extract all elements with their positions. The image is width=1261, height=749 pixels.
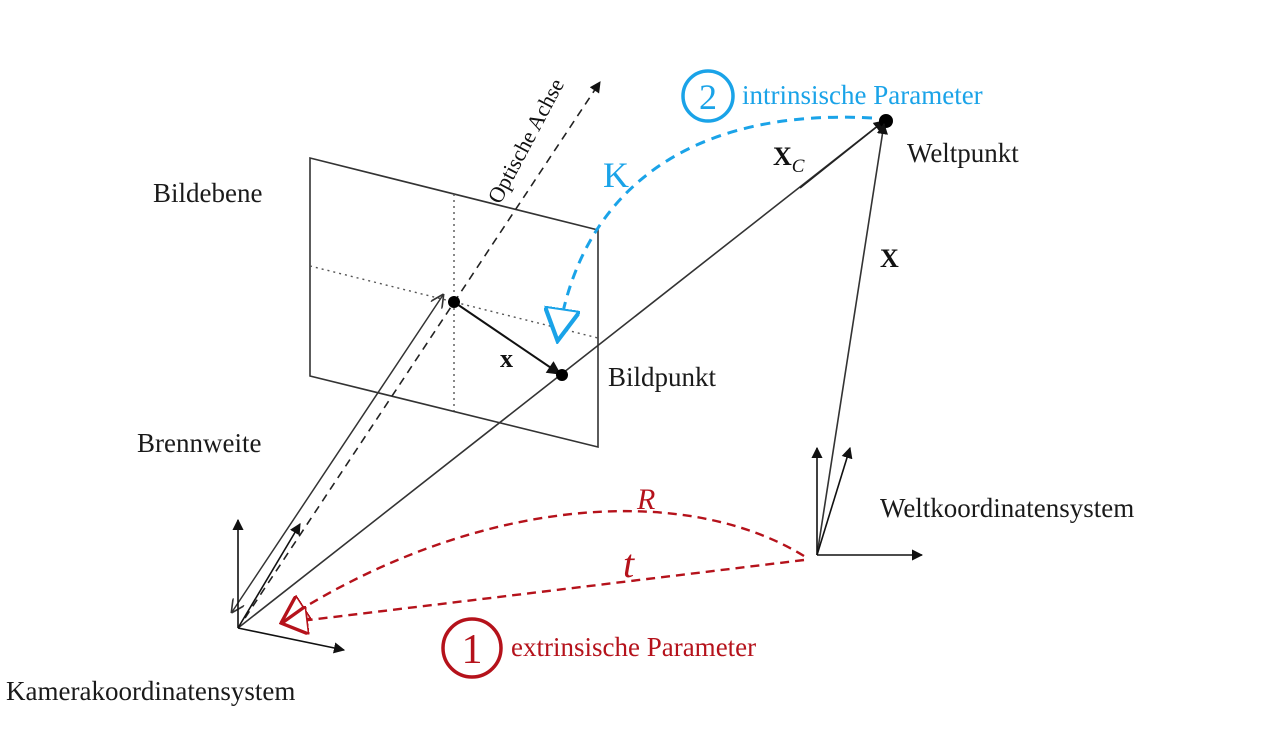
camera-cs-label: Kamerakoordinatensystem [6, 676, 295, 706]
world-point-label: Weltpunkt [907, 138, 1019, 168]
principal-point [448, 296, 460, 308]
extrinsic-t-label: t [623, 541, 635, 586]
image-point-dot [556, 369, 568, 381]
extrinsic-params-label: extrinsische Parameter [511, 632, 756, 662]
extrinsic-R-arc [284, 509, 805, 620]
intrinsic-params-label: intrinsische Parameter [742, 80, 983, 110]
vector-Xc-subscript: C [792, 156, 805, 177]
extrinsic-number-circle [441, 617, 503, 679]
vector-Xc-arrow [799, 120, 885, 189]
intrinsic-number: 2 [699, 77, 717, 117]
extrinsic-R-label: R [636, 483, 655, 516]
vector-X-arrow [816, 122, 888, 556]
extrinsic-number: 1 [462, 627, 483, 673]
vector-x-arrow [453, 301, 562, 375]
extrinsic-t-line [284, 558, 805, 623]
camera-coordinate-axes [232, 518, 346, 654]
image-plane-label: Bildebene [153, 178, 262, 208]
vector-Xc-label: XC [773, 142, 805, 177]
intrinsic-number-circle [681, 69, 735, 123]
intrinsic-K-arc [558, 115, 873, 338]
optical-axis-label: Optische Achse [482, 74, 569, 207]
world-point-dot [879, 114, 893, 128]
focal-length-label: Brennweite [137, 428, 261, 458]
intrinsic-K-label: K [603, 155, 629, 195]
vector-X-label: X [880, 244, 899, 273]
optical-axis-line [244, 81, 601, 619]
vector-x-label: x [500, 344, 513, 373]
focal-length-arrow [232, 295, 443, 612]
image-point-label: Bildpunkt [608, 362, 717, 392]
world-cs-label: Weltkoordinatensystem [880, 493, 1134, 523]
world-coordinate-axes [811, 446, 924, 561]
